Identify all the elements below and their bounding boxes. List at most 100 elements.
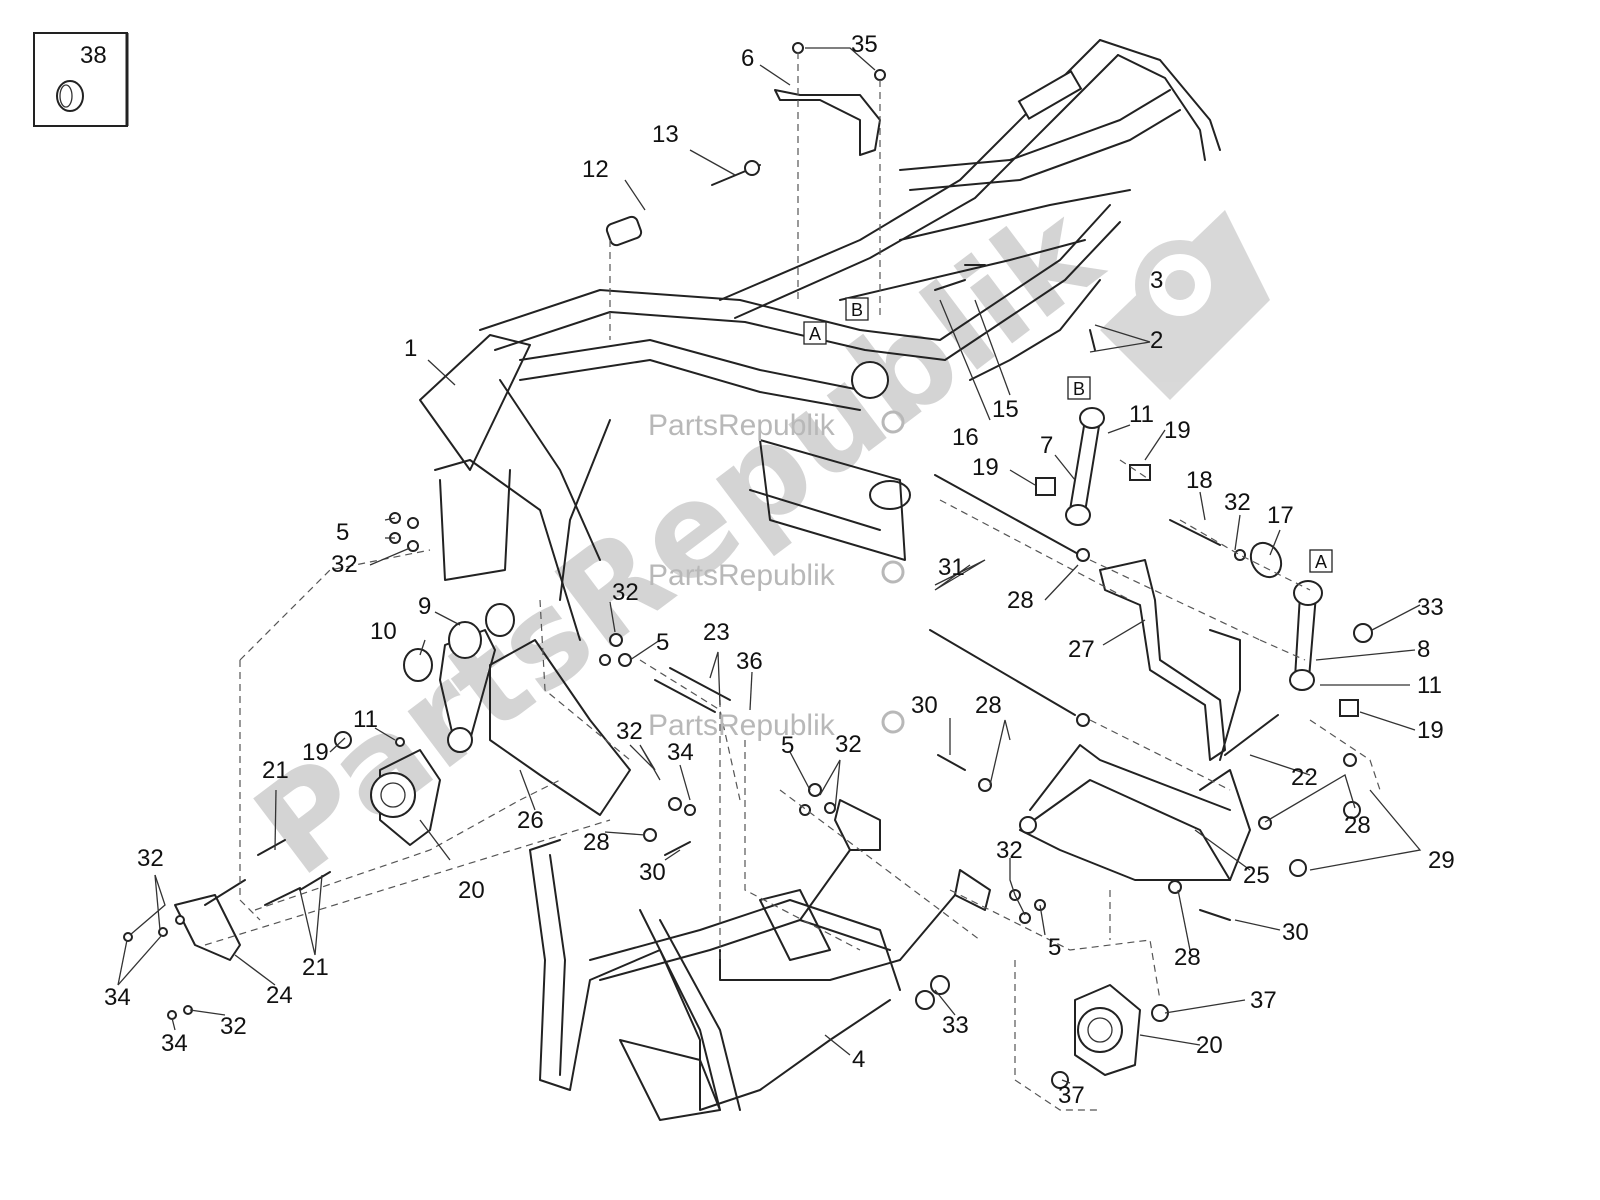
- watermark-group: PartsRepublik PartsRepublik PartsRepubli…: [648, 409, 905, 742]
- inset-part-number: 38: [80, 42, 107, 69]
- svg-text:A: A: [1315, 552, 1327, 572]
- callout-18: 18: [1186, 467, 1213, 494]
- watermark-text-3: PartsRepublik: [648, 709, 836, 742]
- diagonal-watermark-text: PartsRepublik: [229, 176, 1127, 904]
- ref-box-b-upper: B: [845, 297, 869, 321]
- callout-17: 17: [1267, 502, 1294, 529]
- callout-22: 22: [1291, 764, 1318, 791]
- bolt-13-icon: [744, 160, 760, 176]
- callout-30a: 30: [911, 692, 938, 719]
- callout-13: 13: [652, 121, 679, 148]
- tie-rods: [1035, 407, 1373, 717]
- bracket-6: [774, 42, 886, 320]
- callout-11c: 11: [353, 706, 378, 733]
- bushing-12: [605, 160, 761, 340]
- callout-19d: 19: [302, 739, 329, 766]
- callout-7: 7: [1040, 432, 1053, 459]
- callout-28e: 28: [583, 829, 610, 856]
- callout-28d: 28: [1174, 944, 1201, 971]
- callout-21a: 21: [262, 757, 289, 784]
- svg-text:B: B: [851, 300, 863, 320]
- callout-20a: 20: [458, 877, 485, 904]
- callout-31: 31: [938, 554, 965, 581]
- gear-icon: [881, 560, 905, 584]
- callout-21b: 21: [302, 954, 329, 981]
- gear-icon: [881, 410, 905, 434]
- callout-19a: 19: [1164, 417, 1191, 444]
- callout-34b: 34: [104, 984, 131, 1011]
- gear-logo-watermark-icon: [1100, 210, 1270, 400]
- callout-28c: 28: [1344, 812, 1371, 839]
- callout-34c: 34: [161, 1030, 188, 1057]
- watermark-text-1: PartsRepublik: [648, 409, 836, 442]
- engine-mounts: [174, 603, 1141, 1076]
- svg-text:B: B: [1073, 379, 1085, 399]
- plug-cap-icon: [56, 80, 84, 112]
- callout-11a: 11: [1129, 401, 1154, 428]
- watermark-text-2: PartsRepublik: [648, 559, 836, 592]
- callout-25: 25: [1243, 862, 1270, 889]
- callout-19c: 19: [1417, 717, 1444, 744]
- ref-box-a-rod: A: [1309, 549, 1333, 573]
- callout-26: 26: [517, 807, 544, 834]
- gear-icon: [881, 710, 905, 734]
- callout-30b: 30: [1282, 919, 1309, 946]
- callout-27: 27: [1068, 636, 1095, 663]
- callout-16: 16: [952, 424, 979, 451]
- callout-32f: 32: [996, 837, 1023, 864]
- callout-2: 2: [1150, 327, 1163, 354]
- callout-1: 1: [404, 335, 417, 362]
- callout-20b: 20: [1196, 1032, 1223, 1059]
- callout-19b: 19: [972, 454, 999, 481]
- diagonal-watermark: PartsRepublik: [229, 176, 1127, 904]
- callout-10: 10: [370, 618, 397, 645]
- inset-box: [33, 32, 129, 127]
- callout-5d: 5: [1048, 934, 1061, 961]
- callout-15: 15: [992, 396, 1019, 423]
- callout-labels: 38 1 2 3 4 5 5 5 5 6 7 8 9 10 11 11 11 1…: [80, 31, 1455, 1109]
- callout-3: 3: [1150, 267, 1163, 294]
- long-bolts: [654, 474, 1279, 756]
- callout-32h: 32: [220, 1013, 247, 1040]
- callout-11b: 11: [1417, 672, 1442, 699]
- callout-24: 24: [266, 982, 293, 1009]
- callout-5b: 5: [656, 629, 669, 656]
- reference-boxes: A B B A: [803, 297, 1333, 573]
- callout-33b: 33: [942, 1012, 969, 1039]
- bolt-35-icon: [792, 42, 804, 54]
- ref-box-a-upper: A: [803, 321, 827, 345]
- callout-23: 23: [703, 619, 730, 646]
- bolt-35b-icon: [874, 69, 886, 81]
- dashed-guides: [204, 459, 1381, 1111]
- callout-37b: 37: [1058, 1082, 1085, 1109]
- callout-32g: 32: [137, 845, 164, 872]
- callout-32a: 32: [1224, 489, 1251, 516]
- crossmember-25: [1019, 744, 1251, 881]
- callout-9: 9: [418, 593, 431, 620]
- callout-12: 12: [582, 156, 609, 183]
- callout-5a: 5: [336, 519, 349, 546]
- callout-28b: 28: [975, 692, 1002, 719]
- callout-33a: 33: [1417, 594, 1444, 621]
- bracket-27: [1099, 559, 1241, 761]
- callout-29: 29: [1428, 847, 1455, 874]
- ref-box-b-rod: B: [1067, 376, 1091, 400]
- lower-cradle-4: [529, 799, 991, 1121]
- callout-28a: 28: [1007, 587, 1034, 614]
- callout-4: 4: [852, 1046, 865, 1073]
- callout-35: 35: [851, 31, 878, 58]
- callout-32e: 32: [835, 731, 862, 758]
- callout-36: 36: [736, 648, 763, 675]
- callout-30c: 30: [639, 859, 666, 886]
- callout-5c: 5: [781, 732, 794, 759]
- callout-34a: 34: [667, 739, 694, 766]
- callout-32b: 32: [331, 551, 358, 578]
- callout-37a: 37: [1250, 987, 1277, 1014]
- callout-32c: 32: [612, 579, 639, 606]
- callout-8: 8: [1417, 636, 1430, 663]
- svg-text:A: A: [809, 324, 821, 344]
- callout-32d: 32: [616, 718, 643, 745]
- leader-lines: [117, 47, 1422, 1084]
- callout-6: 6: [741, 45, 754, 72]
